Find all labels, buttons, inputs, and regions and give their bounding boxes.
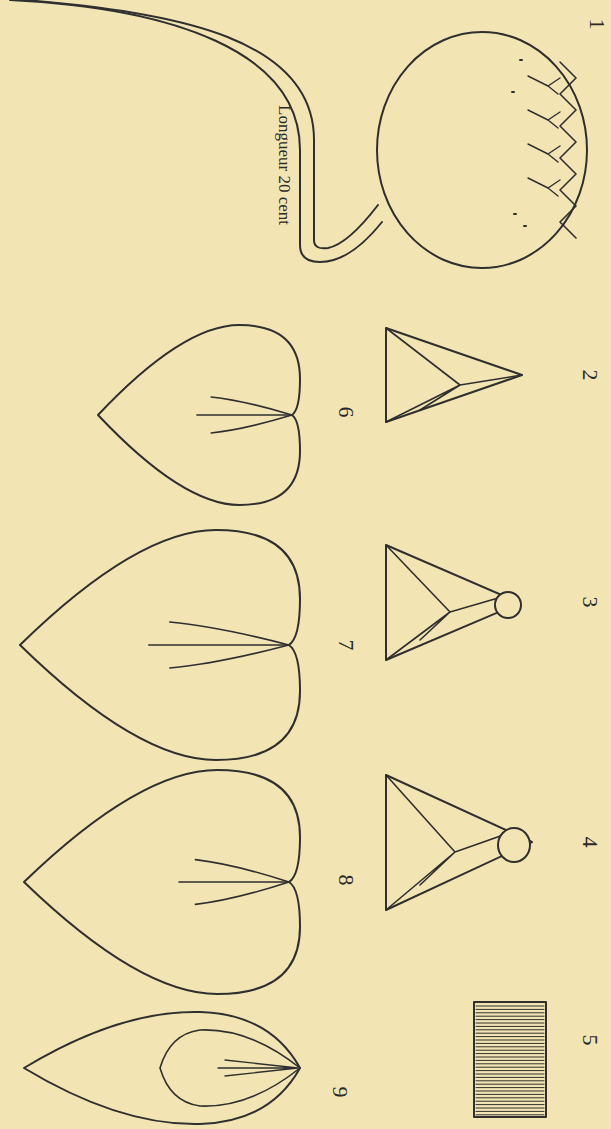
- figure-number: 9: [329, 1087, 351, 1098]
- leaf-outline: [24, 1012, 300, 1124]
- hatch-line: [476, 1077, 544, 1078]
- hatch-line: [476, 1080, 544, 1081]
- petal-vein: [179, 881, 289, 883]
- inner-leaf: [160, 1030, 300, 1106]
- hatch-line: [476, 1074, 544, 1075]
- hatch-line: [476, 1114, 544, 1115]
- petal-outline: [20, 530, 300, 760]
- hatch-line: [476, 1070, 544, 1071]
- hatch-line: [476, 1067, 544, 1068]
- hatch-line: [476, 1012, 544, 1013]
- petal-outlines: [20, 325, 300, 1124]
- hatch-line: [476, 1009, 544, 1010]
- figure-number: 8: [335, 875, 357, 886]
- petal-vein: [211, 415, 292, 433]
- folded-triangle: [386, 328, 522, 422]
- hatch-line: [476, 1104, 544, 1105]
- hatch-line: [476, 1006, 544, 1007]
- hatch-line: [476, 1108, 544, 1109]
- figure-number: 5: [579, 1035, 601, 1046]
- hatch-line: [476, 1029, 544, 1030]
- stalk-and-pod: [10, 0, 587, 268]
- hatch-line: [476, 1050, 544, 1051]
- hatch-line: [476, 1087, 544, 1088]
- figure-number: 7: [335, 640, 357, 651]
- figure-number: 4: [579, 837, 601, 848]
- folded-triangle: [386, 545, 521, 660]
- petal-outline: [24, 770, 300, 994]
- hatch-line: [476, 1060, 544, 1061]
- hatch-line: [476, 1094, 544, 1095]
- dimension-note: Longueur 20 cent: [276, 105, 293, 225]
- hatch-line: [476, 1057, 544, 1058]
- figure-number: 1: [586, 19, 608, 30]
- figure-number: 2: [579, 370, 601, 381]
- figure-number: 6: [335, 407, 357, 418]
- hatch-line: [476, 1036, 544, 1037]
- hatch-line: [476, 1091, 544, 1092]
- hatch-line: [476, 1053, 544, 1054]
- petal-vein: [211, 397, 292, 415]
- hatch-line: [476, 1063, 544, 1064]
- hatch-line: [476, 1033, 544, 1034]
- petal-vein: [170, 645, 289, 668]
- hatch-line: [476, 1040, 544, 1041]
- hatched-strip: [474, 1002, 546, 1117]
- hatch-line: [476, 1097, 544, 1098]
- hatch-line: [476, 1111, 544, 1112]
- leaf-vein: [218, 1060, 298, 1076]
- petal-vein: [149, 644, 289, 646]
- hatch-line: [476, 1046, 544, 1047]
- hatch-line: [476, 1084, 544, 1085]
- hatch-line: [476, 1026, 544, 1027]
- hatch-line: [476, 1101, 544, 1102]
- petal-vein: [197, 414, 292, 416]
- petal-outline: [98, 325, 300, 505]
- hatch-line: [476, 1043, 544, 1044]
- hatch-line: [476, 1023, 544, 1024]
- hatch-line: [476, 1019, 544, 1020]
- hatch-line: [476, 1016, 544, 1017]
- petal-vein: [195, 860, 288, 882]
- petal-vein: [195, 882, 288, 904]
- figure-number: 3: [579, 597, 601, 608]
- petal-vein: [170, 622, 289, 645]
- folded-triangle: [386, 775, 532, 910]
